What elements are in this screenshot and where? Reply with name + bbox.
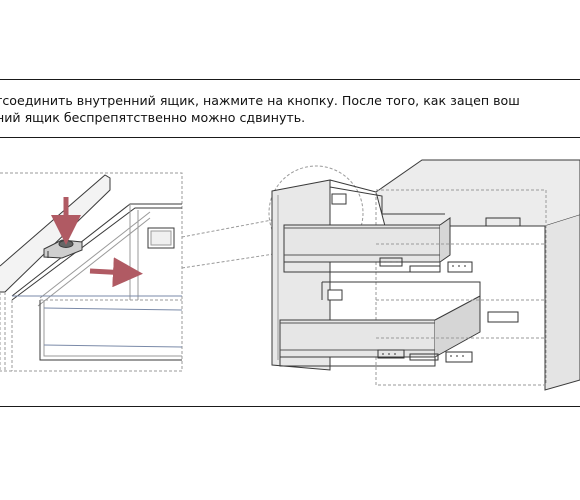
- right-arrow: [89, 257, 143, 288]
- lower-drawer: [279, 281, 481, 367]
- cabinet-back-side: [544, 215, 580, 391]
- bottom-divider-line: [0, 406, 580, 407]
- zoom-connector: [181, 219, 301, 269]
- caption-divider-line: [0, 137, 580, 138]
- instruction-line-1: тсоединить внутренний ящик, нажмите на к…: [0, 93, 520, 108]
- instruction-line-2: ний ящик беспрепятственно можно сдвинуть…: [0, 110, 306, 125]
- detail-view: [0, 172, 183, 372]
- detail-frame: [0, 172, 183, 372]
- top-divider-line: [0, 79, 580, 80]
- magnifier-circle: [268, 165, 364, 261]
- side-panel: [0, 174, 111, 293]
- runner-clips: [377, 217, 521, 363]
- cabinet-back-panel: [375, 189, 547, 386]
- assembly-view: [268, 159, 580, 391]
- drawer-front-wall: [39, 300, 182, 361]
- instruction-text: тсоединить внутренний ящик, нажмите на к…: [0, 92, 580, 126]
- cabinet-top: [375, 159, 580, 227]
